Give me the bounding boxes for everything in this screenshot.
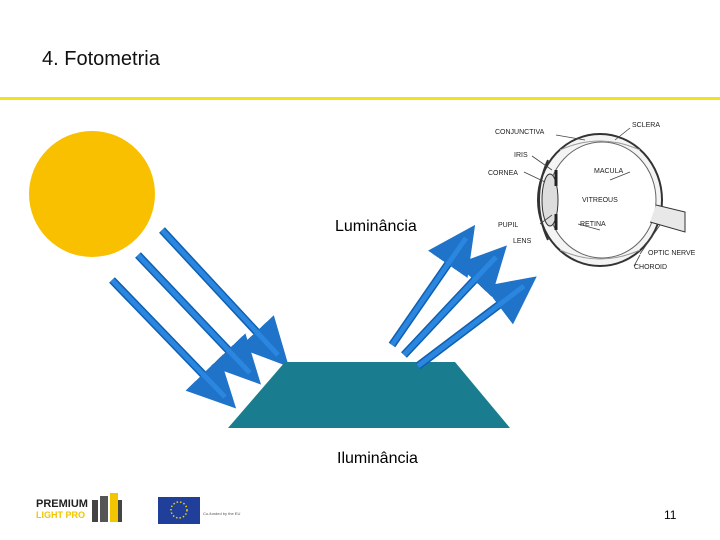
slide-title: 4. Fotometria — [42, 48, 160, 70]
eu-flag-logo: Co-funded by the EU — [158, 497, 240, 524]
logo-premium-text: PREMIUM — [36, 498, 88, 510]
eye-anatomy-diagram: CONJUNCTIVA SCLERA IRIS CORNEA MACULA VI… — [488, 122, 696, 271]
eu-text: Co-funded by the EU — [203, 511, 240, 516]
eye-label-optic-nerve: OPTIC NERVE — [648, 250, 696, 257]
sun-icon — [29, 131, 155, 257]
illuminated-surface — [228, 362, 510, 428]
title-underline — [0, 97, 720, 100]
reflected-ray — [416, 284, 526, 368]
reflected-ray — [402, 255, 498, 357]
luminance-label: Luminância — [335, 218, 417, 235]
eye-label-conjunctiva: CONJUNCTIVA — [495, 129, 545, 136]
incident-ray — [136, 253, 252, 375]
incident-ray — [110, 278, 227, 399]
eye-label-iris: IRIS — [514, 152, 528, 159]
eye-label-cornea: CORNEA — [488, 170, 518, 177]
page-number: 11 — [664, 508, 677, 522]
reflected-ray — [389, 236, 469, 347]
premium-light-pro-logo: PREMIUM LIGHT PRO — [36, 493, 122, 522]
incident-rays — [109, 227, 289, 409]
eye-label-sclera: SCLERA — [632, 122, 660, 129]
eye-label-macula: MACULA — [594, 168, 624, 175]
eye-label-pupil: PUPIL — [498, 222, 518, 229]
eye-label-vitreous: VITREOUS — [582, 197, 618, 204]
eye-label-lens: LENS — [513, 238, 532, 245]
reflected-rays — [388, 224, 537, 370]
illuminance-label: Iluminância — [337, 450, 418, 467]
logo-light-text: LIGHT PRO — [36, 510, 85, 520]
eye-label-choroid: CHOROID — [634, 264, 667, 271]
eye-label-retina: RETINA — [580, 221, 606, 228]
